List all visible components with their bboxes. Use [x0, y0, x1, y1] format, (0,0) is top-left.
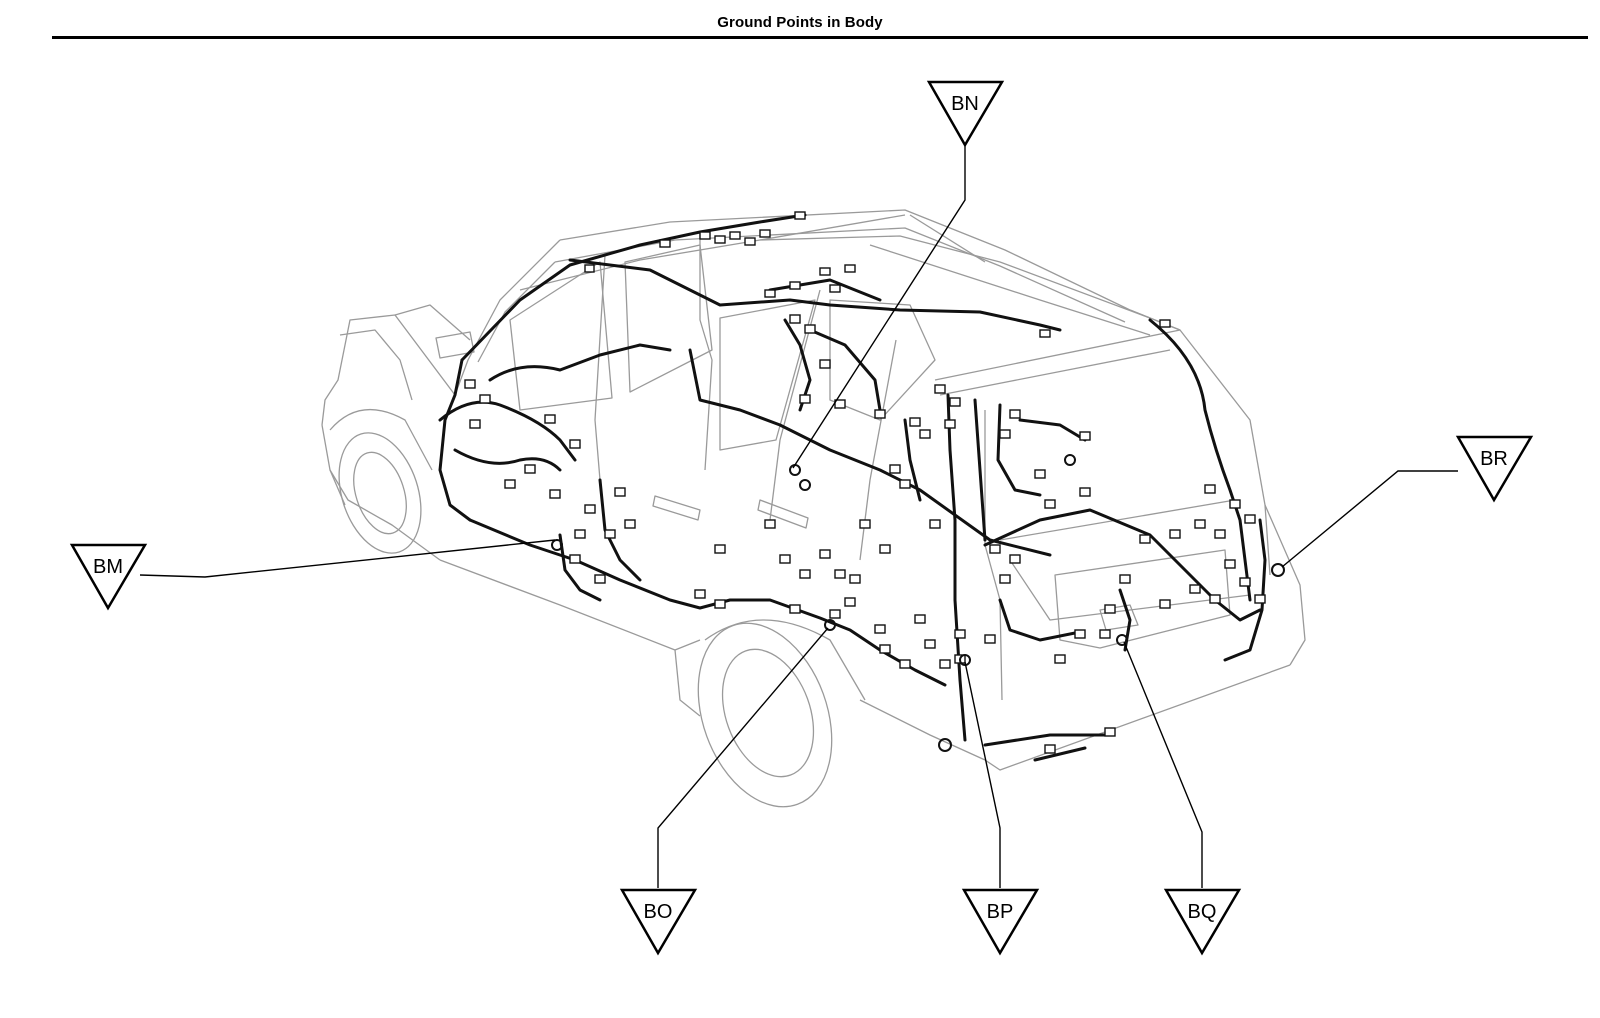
ground-point-bp: BP	[961, 888, 1040, 956]
ground-eyelets	[551, 454, 1285, 752]
ground-point-bn: BN	[926, 80, 1005, 148]
ground-point-label: BR	[1480, 448, 1508, 470]
harness-connectors	[464, 211, 1266, 754]
ground-point-bm: BM	[69, 543, 148, 611]
ground-point-bq: BQ	[1163, 888, 1242, 956]
ground-point-label: BQ	[1188, 901, 1217, 923]
ground-point-label: BP	[987, 901, 1014, 923]
ground-point-label: BN	[951, 93, 979, 115]
leader-lines	[139, 143, 1458, 888]
page-title: Ground Points in Body	[717, 14, 883, 31]
header-rule	[52, 36, 1588, 39]
ground-point-bo: BO	[619, 888, 698, 956]
ground-point-label: BO	[644, 901, 673, 923]
ground-point-br: BR	[1455, 435, 1534, 503]
ground-point-label: BM	[93, 556, 123, 578]
